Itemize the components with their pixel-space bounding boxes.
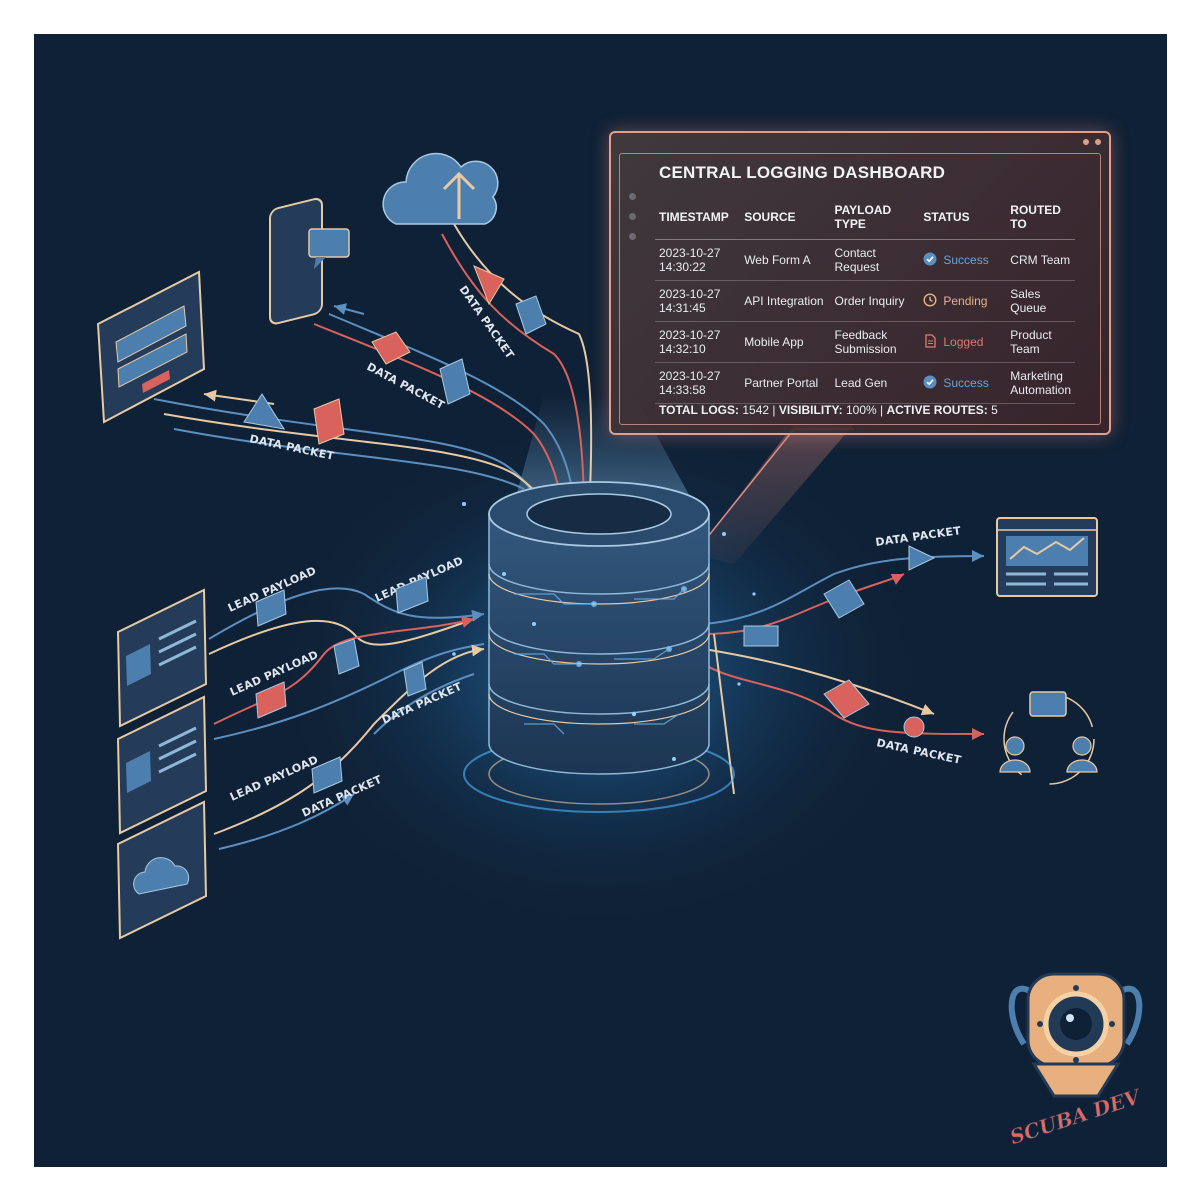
payload-line-1: Contact xyxy=(834,246,876,260)
status-badge: Pending xyxy=(923,292,1002,310)
date-text: 2023-10-27 xyxy=(659,369,721,383)
window-control-icon[interactable] xyxy=(1095,139,1101,145)
data-packet-shape xyxy=(243,265,547,445)
status-cell: Success xyxy=(919,362,1007,404)
payload-type-cell: Lead Gen xyxy=(830,362,920,404)
clock-icon xyxy=(923,292,937,310)
time-text: 14:32:10 xyxy=(659,342,706,356)
central-database-server xyxy=(452,481,756,813)
date-text: 2023-10-27 xyxy=(659,328,721,342)
sidebar-dot xyxy=(629,213,636,220)
status-cell: Success xyxy=(919,239,1007,281)
status-text: Logged xyxy=(943,335,984,349)
total-logs-label: TOTAL LOGS: xyxy=(659,403,739,417)
date-text: 2023-10-27 xyxy=(659,287,721,301)
column-header: PAYLOAD TYPE xyxy=(830,203,920,240)
browser-window-icon xyxy=(116,588,208,728)
dashboard-callout-connector xyxy=(694,424,854,564)
payload-line-2: Submission xyxy=(834,342,897,356)
column-header: TIMESTAMP xyxy=(655,203,741,240)
status-text: Success xyxy=(943,376,989,390)
data-flow-diagram: DATA PACKET DATA PACKET DATA PACKET LEAD… xyxy=(96,152,1146,1149)
payload-line-1: Feedback xyxy=(834,328,888,342)
diving-helmet-icon xyxy=(1008,972,1143,1098)
routed-line-1: Marketing xyxy=(1010,369,1063,383)
payload-line-1: Order Inquiry xyxy=(834,294,905,308)
time-text: 14:30:22 xyxy=(659,260,706,274)
source-cell: Partner Portal xyxy=(740,362,831,404)
total-logs-value: 1542 xyxy=(742,403,770,417)
source-cell: Mobile App xyxy=(740,321,831,363)
data-packet-label: DATA PACKET xyxy=(875,524,962,549)
outgoing-packet-shape xyxy=(743,545,936,738)
status-badge: Success xyxy=(923,252,1002,269)
status-badge: Success xyxy=(923,375,1002,392)
visibility-label: VISIBILITY: xyxy=(778,403,843,417)
log-table-header: TIMESTAMP SOURCE PAYLOAD TYPE STATUS ROU… xyxy=(655,203,1075,240)
routed-line-1: Product Team xyxy=(1010,328,1052,356)
source-cell: API Integration xyxy=(740,280,831,322)
cloud-window-icon xyxy=(116,800,208,940)
payload-type-cell: Order Inquiry xyxy=(830,280,920,322)
web-form-icon xyxy=(96,270,206,424)
date-text: 2023-10-27 xyxy=(659,246,721,260)
log-table: TIMESTAMP SOURCE PAYLOAD TYPE STATUS ROU… xyxy=(655,203,1075,404)
team-collaboration-icon xyxy=(999,691,1098,785)
source-cell: Web Form A xyxy=(740,239,831,281)
status-cell: Logged xyxy=(919,321,1007,363)
routed-line-1: CRM Team xyxy=(1010,253,1071,267)
column-header: STATUS xyxy=(919,203,1007,240)
active-routes-label: ACTIVE ROUTES: xyxy=(886,403,988,417)
check-circle-icon xyxy=(923,252,937,269)
window-control-icon[interactable] xyxy=(1083,139,1089,145)
status-text: Pending xyxy=(943,294,988,308)
routed-to-cell: CRM Team xyxy=(1006,239,1075,281)
payload-line-2: Request xyxy=(834,260,880,274)
column-header: SOURCE xyxy=(740,203,831,240)
status-cell: Pending xyxy=(919,280,1007,322)
routed-to-cell: Product Team xyxy=(1006,321,1075,363)
active-routes-value: 5 xyxy=(991,403,998,417)
status-badge: Logged xyxy=(923,333,1002,351)
check-circle-icon xyxy=(923,375,937,392)
diagram-canvas: DATA PACKET DATA PACKET DATA PACKET LEAD… xyxy=(34,34,1167,1167)
central-logging-dashboard: CENTRAL LOGGING DASHBOARD TIMESTAMP SOUR… xyxy=(609,131,1111,435)
envelope-icon xyxy=(255,576,429,794)
footer-separator: | xyxy=(880,403,887,417)
status-text: Success xyxy=(943,253,989,267)
column-header: ROUTED TO xyxy=(1006,203,1075,240)
footer-separator: | xyxy=(772,403,779,417)
routed-to-cell: Sales Queue xyxy=(1006,280,1075,322)
sidebar-dot xyxy=(629,193,636,200)
cloud-icon xyxy=(382,152,499,225)
incoming-top-flows xyxy=(153,223,596,530)
dashboard-footer: TOTAL LOGS: 1542 | VISIBILITY: 100% | AC… xyxy=(659,403,998,417)
time-text: 14:31:45 xyxy=(659,301,706,315)
time-text: 14:33:58 xyxy=(659,383,706,397)
payload-line-1: Lead Gen xyxy=(834,376,888,390)
analytics-dashboard-icon xyxy=(996,517,1098,597)
dashboard-title: CENTRAL LOGGING DASHBOARD xyxy=(659,163,946,182)
data-packet-label: DATA PACKET xyxy=(365,360,447,412)
browser-window-icon xyxy=(116,695,208,835)
routed-line-1: Sales Queue xyxy=(1010,287,1047,315)
visibility-value: 100% xyxy=(845,403,877,417)
document-icon xyxy=(923,333,937,351)
dashboard-panel xyxy=(619,153,1101,425)
smartphone-icon xyxy=(269,197,350,325)
routed-line-2: Automation xyxy=(1010,383,1071,397)
sidebar-dot xyxy=(629,233,636,240)
